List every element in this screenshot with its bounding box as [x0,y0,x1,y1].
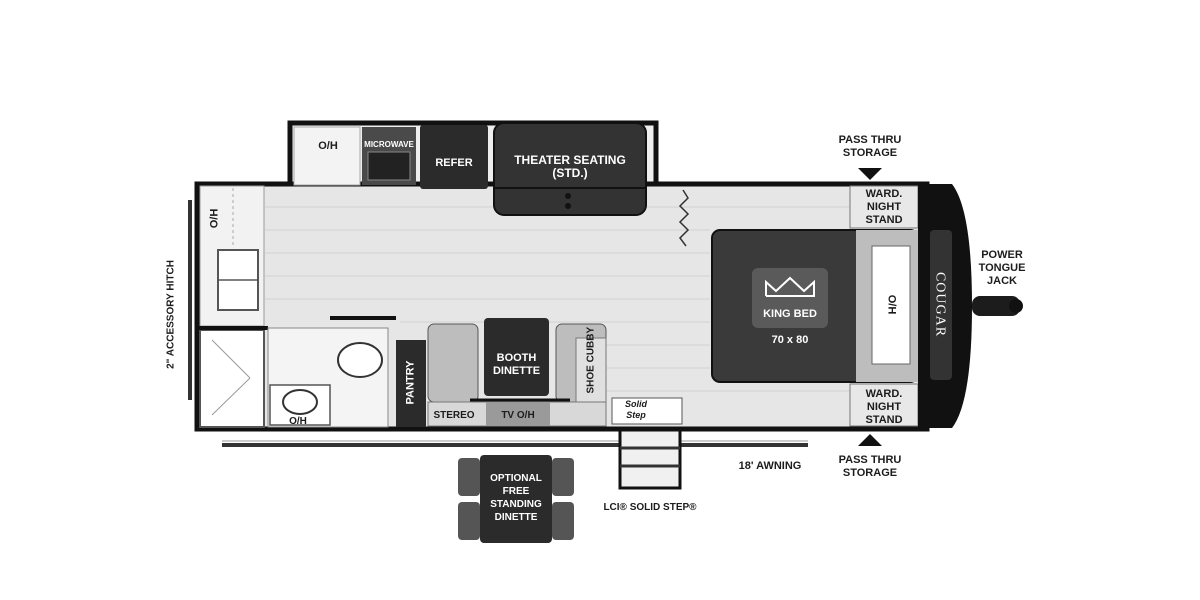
optional-dinette-label: OPTIONAL FREE STANDING DINETTE [490,473,542,523]
solid-step-logo-text: Solid Step [625,399,647,420]
wardrobe-top-label: WARD. NIGHT STAND [865,188,903,226]
solid-step [618,428,682,490]
crown-icon [765,276,815,297]
curtain [678,189,690,247]
theater-seating [493,122,647,216]
bed-oh-label: O/H [885,294,898,315]
wardrobe-bottom-label: WARD. NIGHT STAND [865,388,903,426]
stereo-label: STEREO [433,410,475,421]
pass-thru-top-label: PASS THRU STORAGE [838,134,902,159]
pantry-label: PANTRY [404,360,417,405]
dinette-chair [552,502,574,540]
wardrobe-top [849,185,919,229]
oh-top-label: O/H [318,140,338,152]
oh-left-label: O/H [208,208,221,229]
oh-bath-label: O/H [289,416,307,427]
bath-sink [282,389,318,415]
pantry [396,340,426,427]
refer-label: REFER [435,157,473,169]
brand-logo-text: COUGAR [932,271,948,338]
arrow-up-icon [858,434,882,446]
pass-thru-bottom-label: PASS THRU STORAGE [838,454,902,479]
wardrobe-bottom [849,383,919,427]
free-standing-table [480,455,552,543]
dinette-chair [458,458,480,496]
solid-step-logo [611,397,683,425]
dinette-table [484,318,549,396]
oh-cabinet-top [293,126,361,186]
tv-oh-label: TV O/H [501,410,535,421]
refrigerator [420,125,488,189]
tongue-jack [972,296,1020,316]
dinette-chair [458,502,480,540]
booth-dinette-label: BOOTH DINETTE [492,352,541,377]
power-jack-label: POWER TONGUE JACK [978,249,1026,287]
dinette-chair [552,458,574,496]
dinette-seat-left [427,323,479,403]
microwave-label: MICROWAVE [364,140,414,149]
awning-label: 18' AWNING [738,460,802,472]
king-bed-label: KING BED [763,308,817,320]
arrow-down-icon [858,168,882,180]
theater-seating-label: THEATER SEATING (STD.) [514,153,626,180]
king-bed-badge [752,268,828,328]
bed-size-label: 70 x 80 [771,334,809,346]
shoe-cubby-label: SHOE CUBBY [585,326,597,394]
floor-planks [265,206,850,392]
solid-step-label: LCI® SOLID STEP® [603,502,697,513]
shoe-cubby [575,337,607,403]
accessory-hitch-label: 2" ACCESSORY HITCH [165,260,177,369]
tv-oh [486,402,550,426]
toilet [337,342,383,378]
shower [199,329,265,428]
